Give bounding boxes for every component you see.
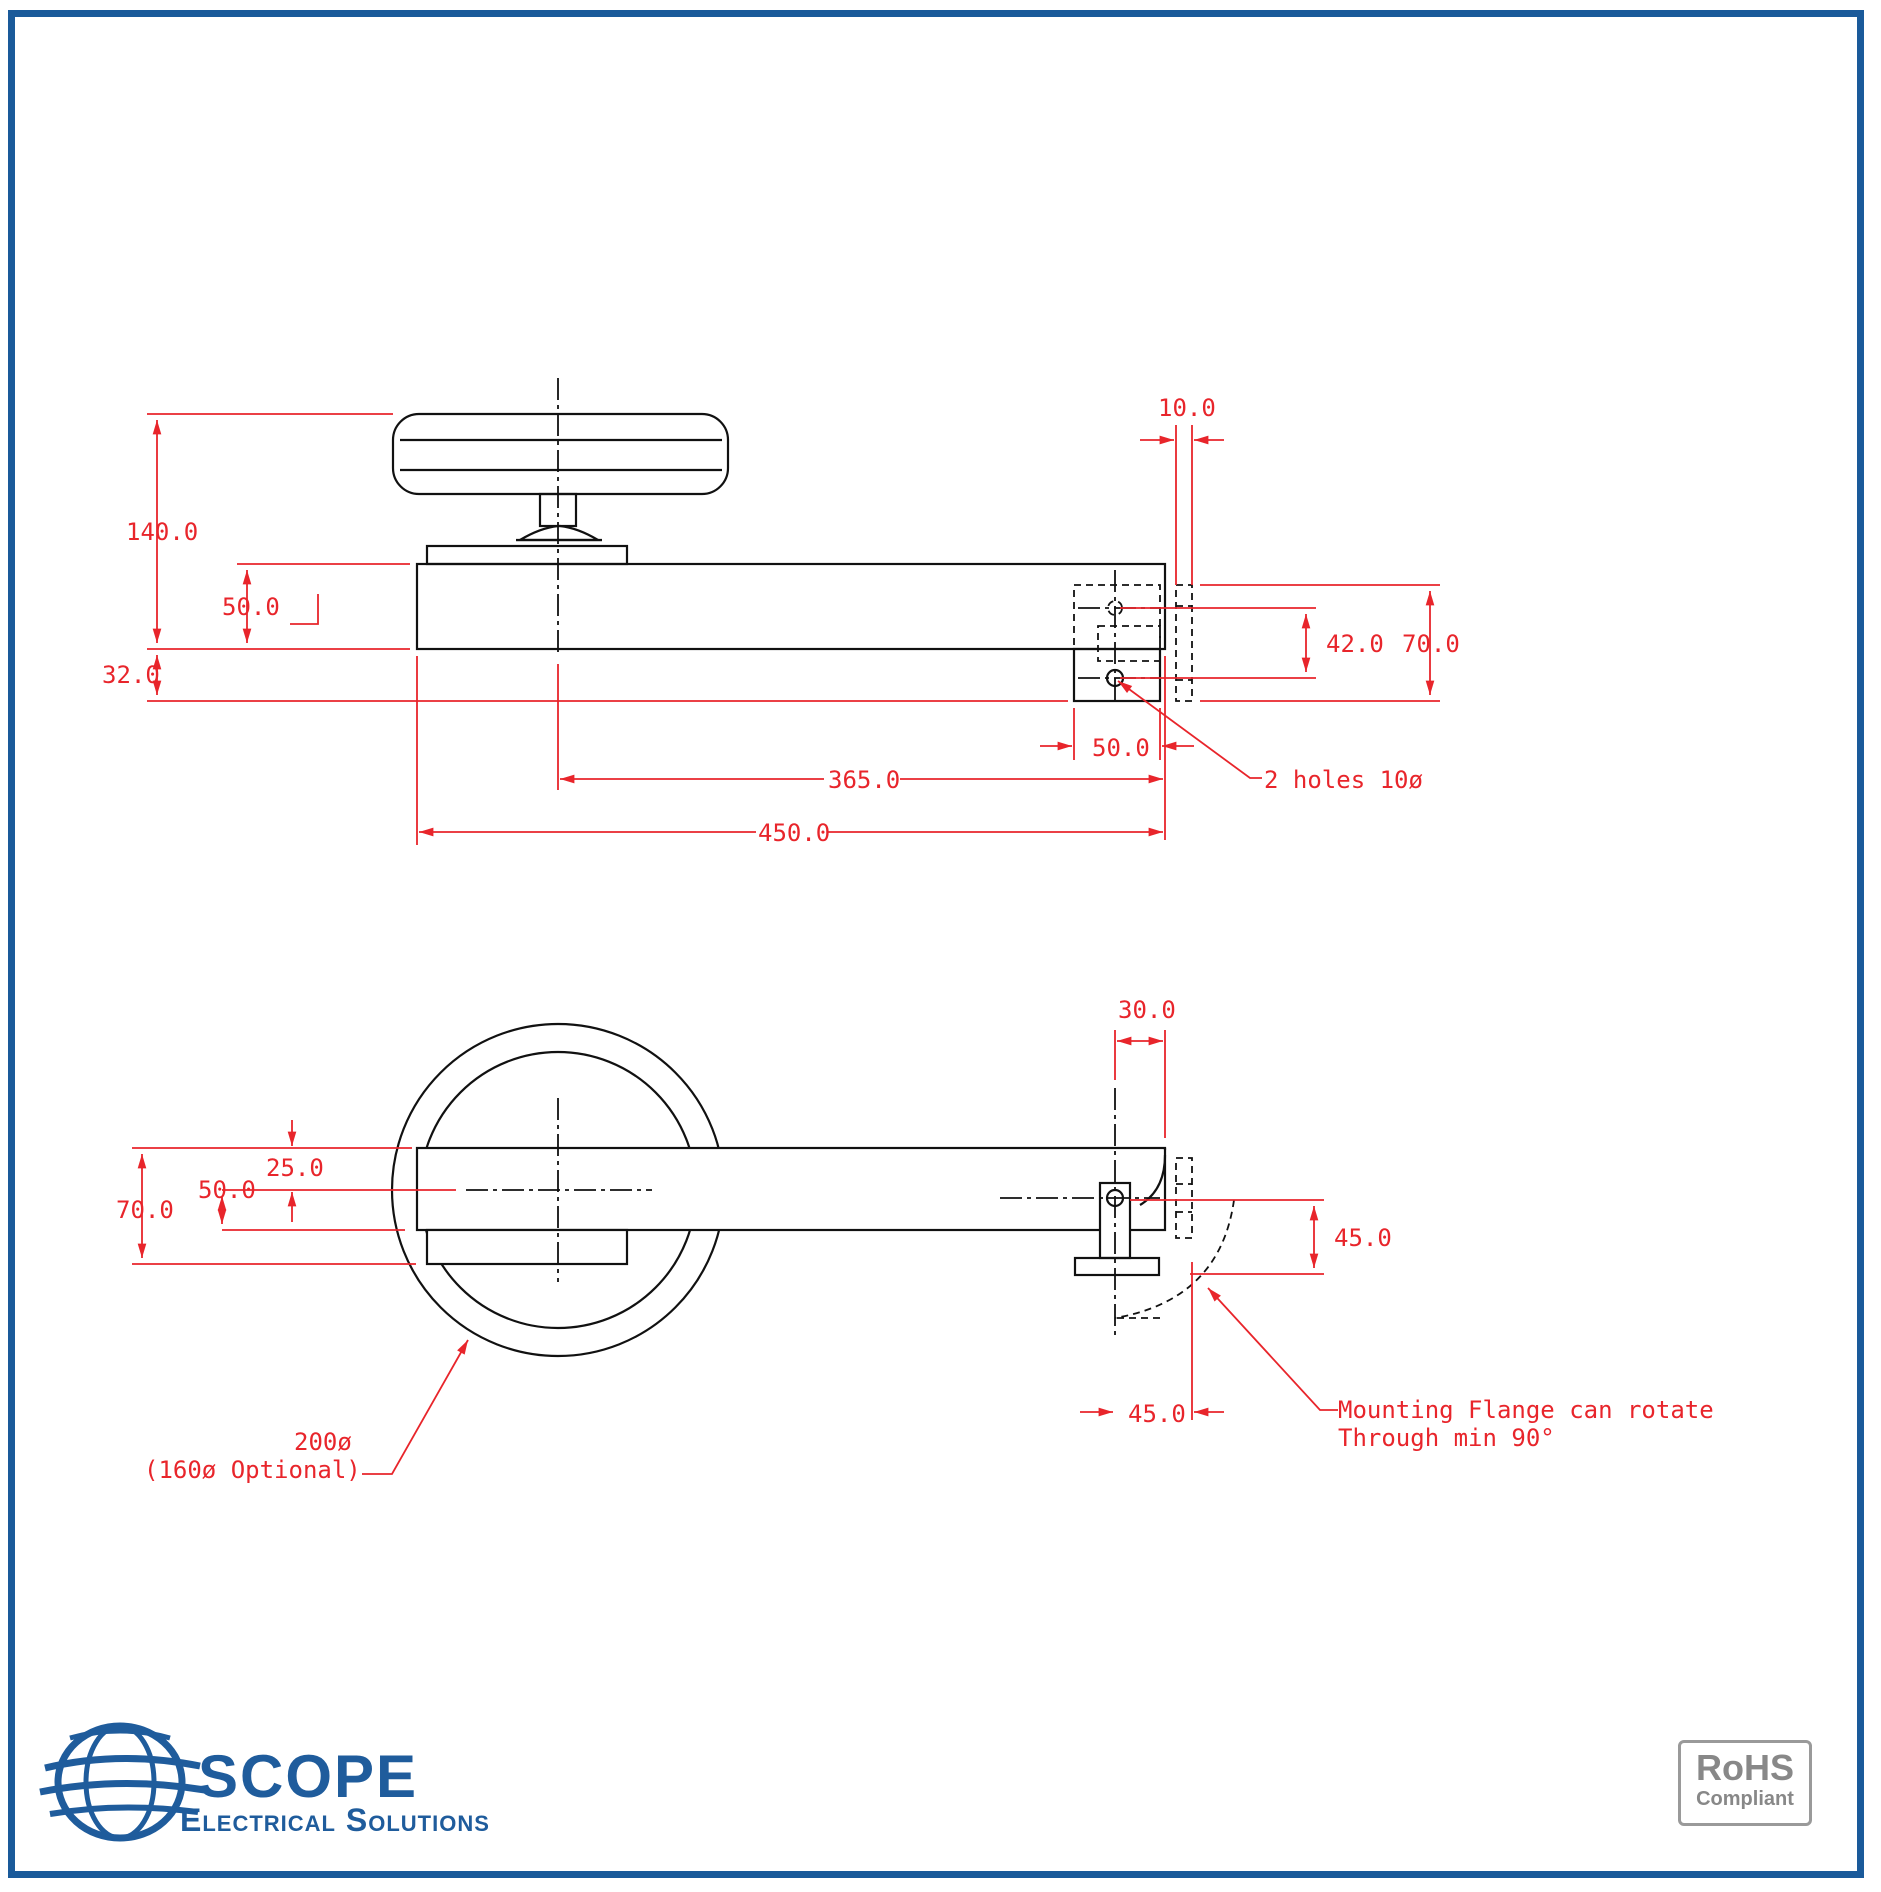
globe-icon: [39, 1722, 206, 1842]
rohs-badge-title: RoHS: [1696, 1747, 1794, 1788]
dim-flange-swing: 45.0: [1128, 1400, 1186, 1428]
dim-flange-width: 50.0: [1092, 734, 1150, 762]
handwheel-side: [391, 412, 730, 496]
dim-flange-thickness: 10.0: [1158, 394, 1216, 422]
dim-overall-length: 450.0: [758, 819, 830, 847]
dim-flange-drop: 32.0: [102, 661, 160, 689]
note-diameter: 200ø: [294, 1428, 352, 1456]
note-rotate-line2: Through min 90°: [1338, 1424, 1555, 1452]
brand-name: SCOPE: [198, 1743, 419, 1810]
dim-flange-length: 45.0: [1334, 1224, 1392, 1252]
dim-overall-height: 140.0: [126, 518, 198, 546]
note-holes: 2 holes 10ø: [1264, 766, 1423, 794]
side-view: 140.0 50.0 32.0 10.0 42.0 70.0 50.0 365.…: [102, 378, 1460, 847]
arm-bar-side: [415, 562, 1167, 651]
dim-flange-offset: 30.0: [1118, 996, 1176, 1024]
dim-flange-height: 70.0: [1402, 630, 1460, 658]
flange-swing-arc: [1114, 1199, 1235, 1319]
dim-hole-pitch: 42.0: [1326, 630, 1384, 658]
rohs-badge: RoHS Compliant: [1678, 1740, 1812, 1826]
arm-bar-plan: [415, 1146, 1167, 1232]
brand-subtitle: Electrical Solutions: [180, 1802, 490, 1838]
dim-centre-distance: 365.0: [828, 766, 900, 794]
flange-foot-plan: [1073, 1256, 1161, 1277]
dim-plan-offset: 25.0: [266, 1154, 324, 1182]
rohs-badge-subtitle: Compliant: [1696, 1788, 1794, 1810]
page-frame: [8, 10, 1864, 1878]
dim-plan-width: 70.0: [116, 1196, 174, 1224]
note-rotate-line1: Mounting Flange can rotate: [1338, 1396, 1714, 1424]
flange-block-side: [1072, 647, 1162, 703]
base-plate-plan: [425, 1228, 629, 1266]
base-plate-side: [425, 544, 629, 566]
note-diameter-optional: (160ø Optional): [144, 1456, 361, 1484]
dim-plan-bar-width: 50.0: [198, 1176, 256, 1204]
dim-bar-height: 50.0: [222, 593, 280, 621]
plan-view: 70.0 50.0 25.0 30.0 45.0 45.0 200ø (160ø…: [116, 996, 1714, 1484]
